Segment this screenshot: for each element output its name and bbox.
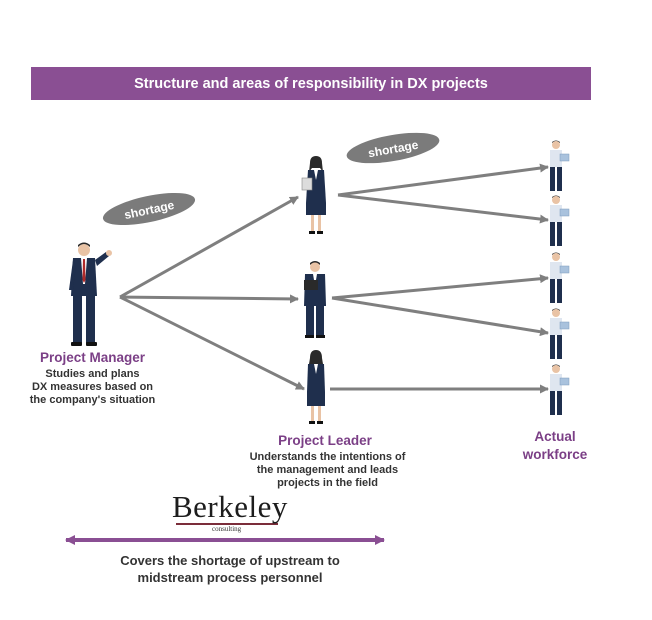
project-manager-title: Project Manager <box>39 350 146 365</box>
workforce-title: Actual workforce <box>510 428 600 464</box>
pl-desc-line-2: the management and leads <box>256 464 399 476</box>
pm-desc-line-2: DX measures based on <box>31 381 154 393</box>
worker-figure-5 <box>550 364 570 415</box>
worker-figure-1 <box>550 140 570 191</box>
arrow-to-leader-top <box>119 195 299 299</box>
pl-desc-line-3: projects in the field <box>277 477 378 489</box>
project-leader-figure-3 <box>307 350 325 424</box>
berkeley-logo: Berkeley consulting <box>172 489 288 533</box>
project-manager-figure <box>69 242 112 346</box>
workforce-title-line-2: workforce <box>522 447 588 462</box>
logo-underline <box>176 523 278 525</box>
shortage-badge-1: shortage <box>102 192 196 226</box>
diagram-title: Structure and areas of responsibility in… <box>31 67 591 100</box>
caption-line-2: midstream process personnel <box>137 570 323 585</box>
project-leader-title: Project Leader <box>278 433 372 448</box>
logo-subtext: consulting <box>212 525 242 533</box>
workforce-title-line-1: Actual <box>534 429 576 444</box>
arrow-leader2-worker3 <box>331 274 549 300</box>
worker-figure-2 <box>550 195 570 246</box>
project-leader-description: Understands the intentions of the manage… <box>235 451 420 490</box>
worker-figure-4 <box>550 308 570 359</box>
pl-desc-line-1: Understands the intentions of <box>249 451 406 463</box>
arrow-leader1-worker2 <box>337 193 549 224</box>
pm-desc-line-3: the company's situation <box>29 394 156 406</box>
shortage-badge-2: shortage <box>346 132 440 164</box>
caption-line-1: Covers the shortage of upstream to <box>120 553 340 568</box>
arrow-to-leader-bottom <box>119 295 305 391</box>
project-leader-figure-1 <box>301 156 326 234</box>
arrow-leader1-worker1 <box>337 163 549 197</box>
pm-desc-line-1: Studies and plans <box>45 368 140 380</box>
worker-figure-3 <box>550 252 570 303</box>
arrow-to-leader-middle <box>119 294 299 304</box>
project-manager-description: Studies and plans DX measures based on t… <box>10 368 175 407</box>
coverage-caption: Covers the shortage of upstream to midst… <box>60 552 400 586</box>
leader-arrows <box>330 163 549 394</box>
arrow-leader2-worker4 <box>331 296 549 337</box>
logo-wordmark: Berkeley <box>172 489 288 524</box>
project-leader-figure-2 <box>304 261 326 338</box>
manager-arrows <box>119 195 305 391</box>
